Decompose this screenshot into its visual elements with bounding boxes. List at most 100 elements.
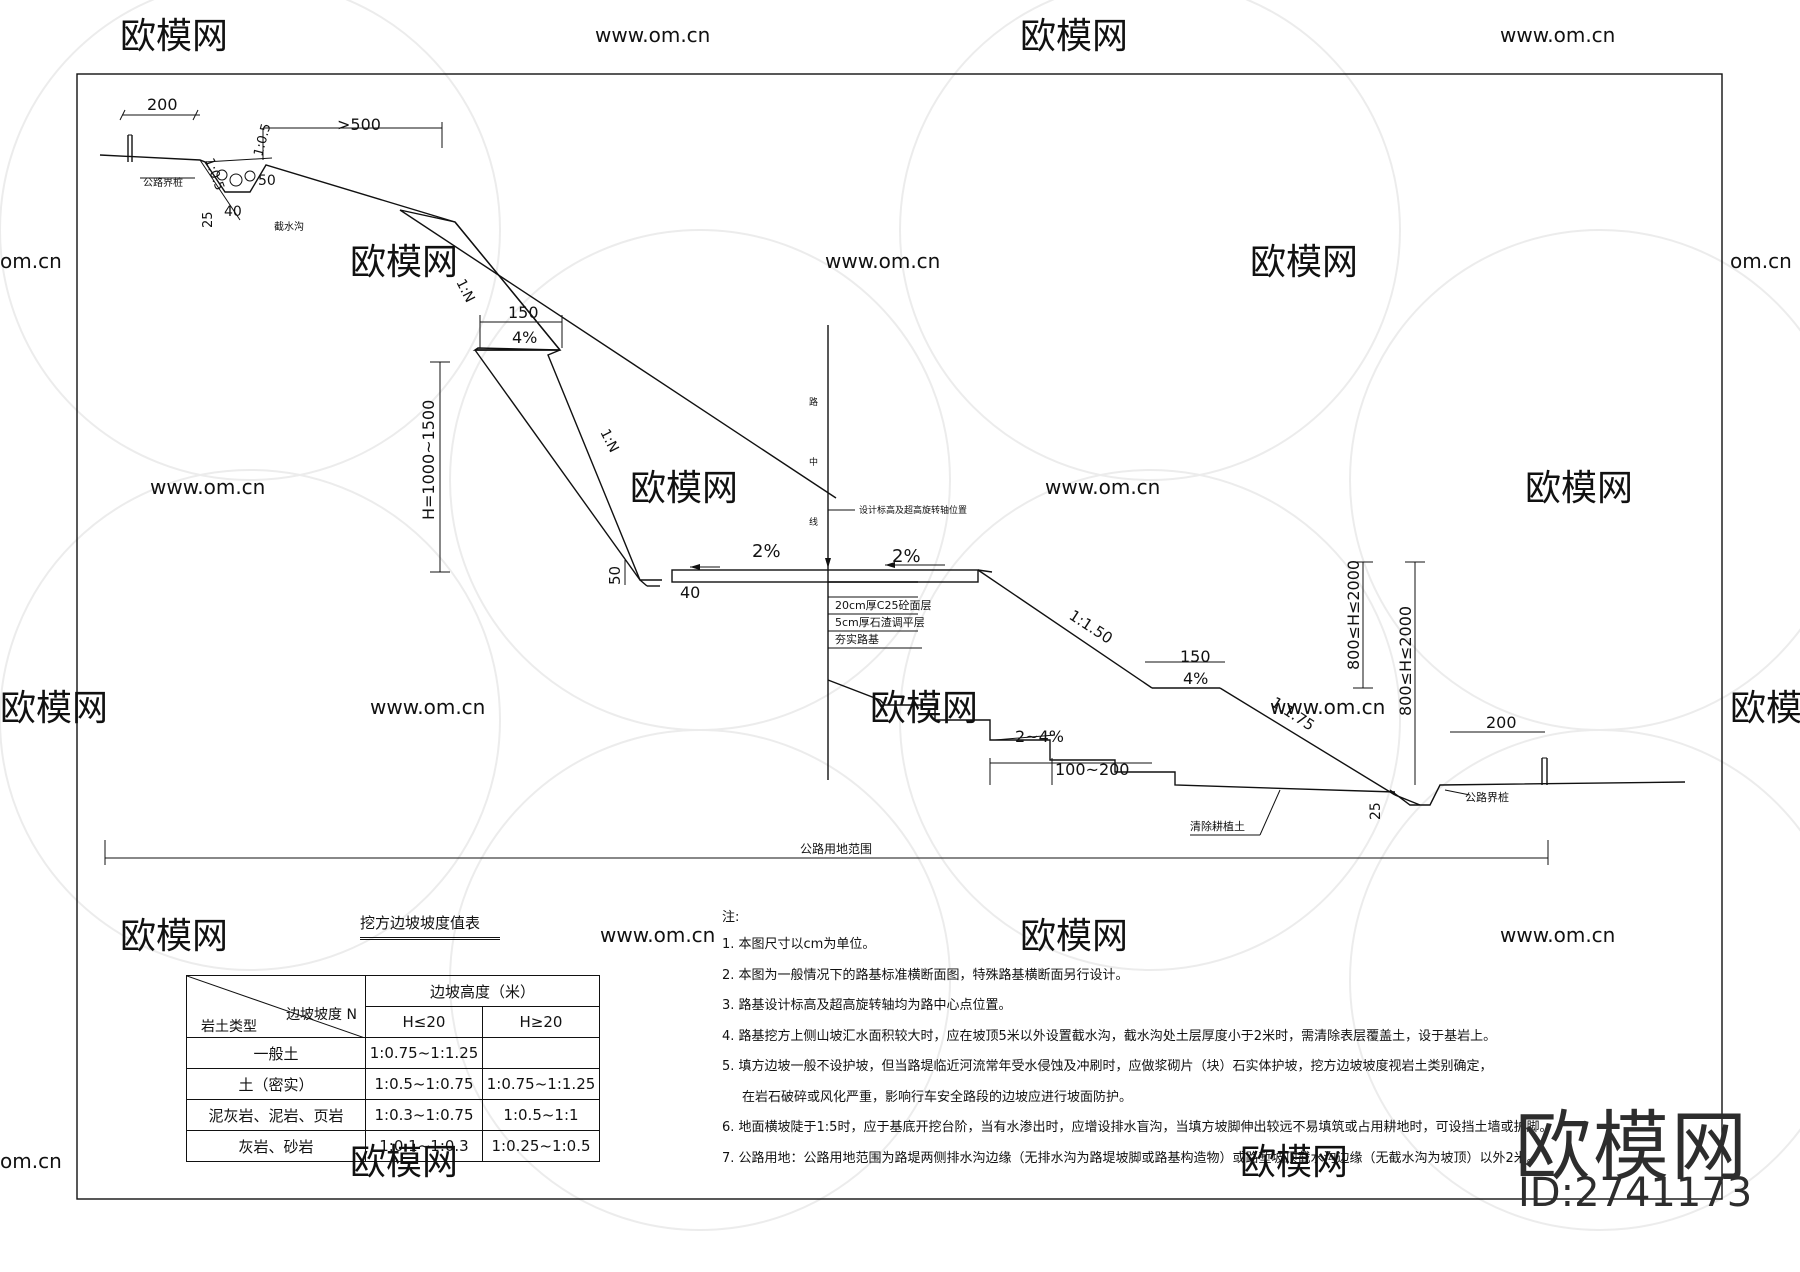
watermark-url: www.om.cn [600,923,715,947]
label-boundary-left: 公路界桩 [143,176,183,189]
ditch-dim-50: 50 [258,173,276,189]
watermark-brand: 欧模网 [120,916,228,957]
diagonal-line [187,976,365,1038]
ditch-dim-40: 40 [224,204,242,220]
dim-25-right: 25 [1368,802,1384,820]
ditch-slope-a: 1:0.5 [201,156,226,192]
table-cell: 1:0.3~1:0.75 [365,1099,483,1131]
table-cell: 1:0.75~1:1.25 [482,1068,600,1100]
dim-40-left: 40 [680,583,700,602]
label-boundary-right: 公路界桩 [1465,790,1509,804]
ditch-dim-25: 25 [201,211,216,228]
watermark-brand: 欧模网 [630,468,738,509]
brand-id: ID:2741173 [1518,1170,1753,1216]
table-cell-type: 灰岩、砂岩 [186,1130,366,1162]
table-row: 一般土 1:0.75~1:1.25 [186,1037,600,1069]
watermark-brand: 欧模网 [120,16,228,57]
dim-50-left: 50 [606,566,624,585]
table-cell-type: 土（密实） [186,1068,366,1100]
table-cell-type: 泥灰岩、泥岩、页岩 [186,1099,366,1131]
label-clear-topsoil: 清除耕植土 [1190,819,1245,833]
dim-h-left: H=1000~1500 [419,400,438,520]
dim-200-left: 200 [147,95,178,114]
annotations: 200 >500 150 4% H=1000~1500 50 40 2% 2% … [147,95,1517,820]
pct-2-right: 2% [892,546,921,567]
note-item: 4. 路基挖方上侧山坡汇水面积较大时，应在坡顶5米以外设置截水沟，截水沟处土层厚… [722,1028,1497,1044]
label-layer-2: 5cm厚石渣调平层 [835,615,925,629]
watermark-url-partial: om.cn [1730,249,1792,273]
watermark-url-partial: om.cn [0,249,62,273]
dim-200-right: 200 [1486,713,1517,732]
watermark-brand: 欧模网 [1240,1142,1348,1183]
table-cell: 1:0.1~1:0.3 [365,1130,483,1162]
watermark-url: www.om.cn [150,475,265,499]
table-cell [482,1037,600,1069]
slope-1-150: 1:1.50 [1066,606,1116,647]
table-col1-header: H≤20 [365,1006,483,1038]
watermark-url: www.om.cn [1270,695,1385,719]
table-cell: 1:0.25~1:0.5 [482,1130,600,1162]
watermark-url: www.om.cn [1500,23,1615,47]
watermark-brand: 欧模网 [1020,916,1128,957]
label-design-elev: 设计标高及超高旋转轴位置 [859,504,967,516]
table-row: 泥灰岩、泥岩、页岩 1:0.3~1:0.75 1:0.5~1:1 [186,1099,600,1131]
drawing-frame [76,73,1723,1200]
watermark-url: www.om.cn [370,695,485,719]
watermark-brand: 欧模网 [1730,688,1800,729]
table-cell: 1:0.75~1:1.25 [365,1037,483,1069]
table-title: 挖方边坡坡度值表 [360,912,500,940]
pct-4-left: 4% [512,328,537,347]
label-centerline-1: 路 [809,396,818,408]
cut-slope-left [399,209,837,587]
table-cell-type: 一般土 [186,1037,366,1069]
watermark-brand: 欧模网 [1250,242,1358,283]
fill-slope-right [827,569,1686,836]
table-row: 土（密实） 1:0.5~1:0.75 1:0.75~1:1.25 [186,1068,600,1100]
step-slope: 2~4% [1015,727,1064,746]
note-item: 2. 本图为一般情况下的路基标准横断面图，特殊路基横断面另行设计。 [722,967,1129,983]
table-corner-cell: 边坡坡度 N 岩土类型 [186,975,366,1038]
upper-ground [99,134,456,223]
note-item: 7. 公路用地：公路用地范围为路堤两侧排水沟边缘（无排水沟为路堤坡脚或路基构造物… [722,1150,1540,1166]
note-item: 在岩石破碎或风化严重，影响行车安全路段的边坡应进行坡面防护。 [742,1089,1133,1105]
slope-1n-lower: 1:N [596,427,621,456]
slope-1n-upper: 1:N [452,277,477,306]
watermark-url: www.om.cn [1500,923,1615,947]
watermark-brand: 欧模网 [350,242,458,283]
table-corner-top: 边坡坡度 N [286,1007,357,1023]
road-structure [671,325,993,780]
watermark-url-partial: om.cn [0,1149,62,1173]
dim-h-right-b: 800≤H≤2000 [1396,606,1415,716]
label-land-range: 公路用地范围 [800,841,872,856]
watermark-pattern: 欧模网 www.om.cn 欧模网 www.om.cn om.cn 欧模网 ww… [0,0,1800,1231]
dim-150-left: 150 [508,303,539,322]
watermark-url: www.om.cn [825,249,940,273]
note-item: 3. 路基设计标高及超高旋转轴均为路中心点位置。 [722,998,1012,1013]
table-corner-bottom: 岩土类型 [201,1019,257,1035]
slope-table: 边坡坡度 N 岩土类型 边坡高度（米） H≤20 H≥20 一般土 1:0.75… [186,975,600,1162]
watermark-brand: 欧模网 [1020,16,1128,57]
label-layer-3: 夯实路基 [835,632,879,646]
watermark-brand: 欧模网 [1525,468,1633,509]
label-layer-1: 20cm厚C25砼面层 [835,599,931,612]
ditch-slope-b: 1:0.5 [251,122,274,158]
watermark-brand: 欧模网 [870,688,978,729]
step-width: 100~200 [1055,760,1129,779]
notes: 注: 1. 本图尺寸以cm为单位。 2. 本图为一般情况下的路基标准横断面图，特… [722,906,1552,1174]
dim-h-right-a: 800≤H≤2000 [1344,560,1363,670]
table-header-group: 边坡高度（米） [365,975,600,1007]
dim-500: >500 [337,115,381,134]
table-cell: 1:0.5~1:0.75 [365,1068,483,1100]
table-row: 灰岩、砂岩 1:0.1~1:0.3 1:0.25~1:0.5 [186,1130,600,1162]
pct-4-right: 4% [1183,669,1208,688]
label-centerline-3: 线 [809,516,818,528]
watermark-brand: 欧模网 [0,688,108,729]
brand-logo-text: 欧模网 [1515,1102,1749,1191]
dim-150-right: 150 [1180,647,1211,666]
table-col2-header: H≥20 [482,1006,600,1038]
notes-heading: 注: [722,910,740,925]
watermark-url: www.om.cn [1045,475,1160,499]
table-cell: 1:0.5~1:1 [482,1099,600,1131]
small-labels: 公路界桩 截水沟 路 中 线 设计标高及超高旋转轴位置 20cm厚C25砼面层 … [143,176,1509,856]
